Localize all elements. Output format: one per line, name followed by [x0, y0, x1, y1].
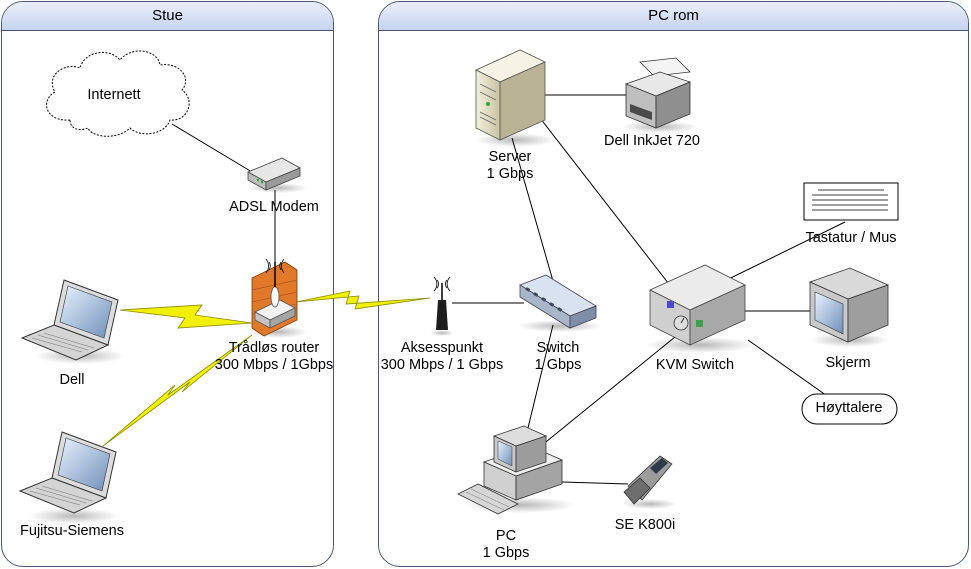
monitor-icon [808, 267, 890, 347]
wireless-bolt-ap [295, 290, 431, 310]
dell-label: Dell [59, 372, 85, 388]
speakers-label: Høyttalere [815, 400, 883, 416]
pc-label-name: PC [495, 528, 517, 544]
printer-label: Dell InkJet 720 [604, 133, 700, 149]
link-pc-kvm [535, 336, 676, 451]
pc-label-speed: 1 Gbps [482, 545, 530, 561]
internet-label: Internett [87, 87, 141, 103]
access-point-label-speed: 300 Mbps / 1 Gbps [380, 357, 504, 373]
access-point-label-name: Aksesspunkt [400, 340, 484, 356]
router-label-name: Trådløs router [228, 340, 320, 356]
server-label-name: Server [488, 149, 532, 165]
link-server-kvm [539, 117, 673, 289]
laptop-dell-icon [20, 279, 125, 364]
zone-stue-title: Stue [2, 2, 333, 31]
link-internet-modem [171, 123, 253, 173]
adsl-modem-icon [247, 157, 308, 193]
wireless-bolt-dell [119, 304, 253, 329]
link-pc-phone [561, 481, 629, 485]
server-label-speed: 1 Gbps [486, 166, 534, 182]
connector-lines [171, 94, 846, 485]
keyboard-mouse-icon [803, 182, 899, 221]
switch-label: Switch 1 Gbps [535, 340, 582, 374]
switch-label-speed: 1 Gbps [534, 357, 582, 373]
access-point-label: Aksesspunkt 300 Mbps / 1 Gbps [381, 340, 504, 374]
link-switch-pc [526, 324, 554, 433]
pc-label: PC 1 Gbps [483, 528, 530, 562]
fujitsu-label: Fujitsu-Siemens [20, 523, 124, 539]
phone-label: SE K800i [614, 517, 676, 533]
monitor-label: Skjerm [825, 355, 871, 371]
pc-icon [457, 425, 575, 515]
laptop-fujitsu-icon [18, 431, 119, 524]
switch-icon [518, 274, 602, 332]
wireless-router-icon [248, 258, 308, 338]
adsl-modem-label: ADSL Modem [229, 199, 319, 215]
speakers-node [801, 393, 898, 425]
zone-pc-rom-title: PC rom [379, 2, 968, 31]
printer-icon [622, 57, 698, 133]
kvm-switch-label: KVM Switch [655, 357, 735, 373]
link-server-switch [511, 137, 558, 296]
access-point-icon [430, 276, 454, 336]
keyboard-mouse-label: Tastatur / Mus [805, 230, 897, 246]
wireless-bolt-fujitsu [102, 334, 253, 447]
switch-label-name: Switch [536, 340, 580, 356]
server-label: Server 1 Gbps [487, 149, 534, 183]
router-label-speed: 300 Mbps / 1Gbps [214, 357, 334, 373]
internet-cloud-icon [46, 50, 190, 137]
server-icon [475, 49, 555, 147]
kvm-switch-icon [645, 264, 755, 353]
router-label: Trådløs router 300 Mbps / 1Gbps [215, 340, 334, 374]
phone-icon [622, 455, 678, 509]
link-kvm-speakers [747, 339, 831, 399]
